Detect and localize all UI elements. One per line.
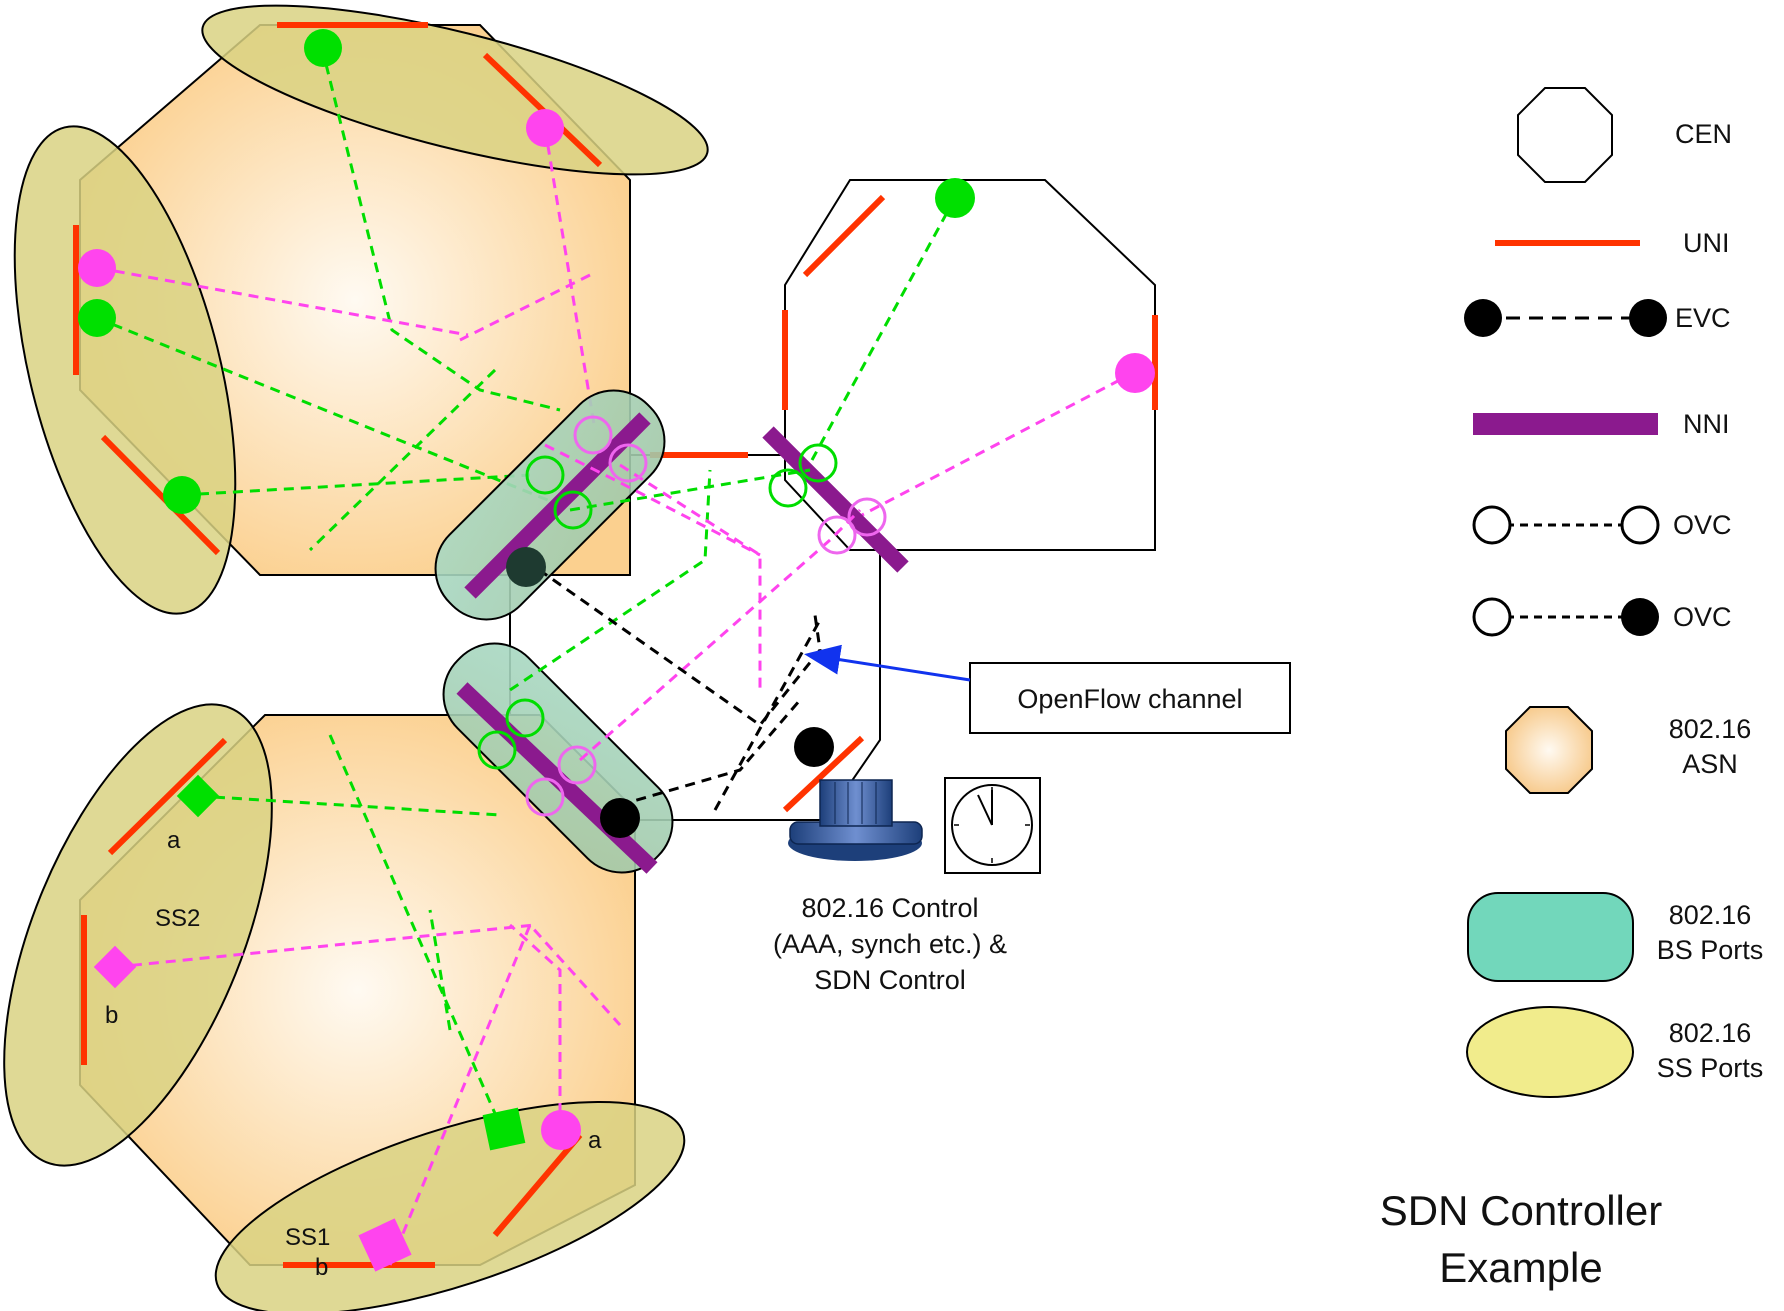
legend-cen-symbol	[1517, 87, 1613, 183]
legend-ovc-label-1: OVC	[1673, 510, 1732, 540]
control-caption-line1: 802.16 Control	[801, 893, 978, 923]
control-caption-line2: (AAA, synch etc.) &	[773, 929, 1007, 959]
ss1-b-label: b	[315, 1254, 328, 1281]
legend-asn-label-line2: ASN	[1682, 749, 1738, 779]
openflow-label: OpenFlow channel	[1017, 684, 1242, 714]
legend-ovc-label-2: OVC	[1673, 602, 1732, 632]
controller-server-icon	[788, 779, 923, 861]
legend-evc-symbol	[1464, 299, 1667, 337]
legend-uni-label: UNI	[1683, 228, 1730, 258]
asn-bottom-left	[3, 703, 686, 1311]
legend-evc-label: EVC	[1675, 303, 1731, 333]
cen-right	[650, 178, 1158, 551]
legend-asn-label-line1: 802.16	[1669, 714, 1752, 744]
asn-top-left	[13, 4, 709, 615]
ss1-port	[214, 1101, 686, 1311]
nni-bottom	[456, 682, 658, 874]
clock-icon	[944, 777, 1041, 874]
legend-ovc-open-filled-symbol	[1472, 597, 1659, 637]
legend-cen-label: CEN	[1675, 119, 1732, 149]
legend: CEN UNI EVC NNI OVC OVC 802.16	[1464, 87, 1764, 1098]
nni-right	[762, 426, 909, 573]
nni-top	[464, 412, 651, 599]
diagram-title-line2: Example	[1439, 1244, 1602, 1291]
ss2-a-label: a	[167, 827, 181, 854]
legend-bs-port-symbol	[1467, 892, 1634, 982]
ss2-label: SS2	[155, 905, 200, 932]
legend-bs-label-line2: BS Ports	[1657, 935, 1764, 965]
control-caption-line3: SDN Control	[814, 965, 966, 995]
legend-ovc-open-open-symbol	[1472, 505, 1660, 545]
legend-nni-label: NNI	[1683, 409, 1730, 439]
legend-ss-port-symbol	[1466, 1006, 1634, 1098]
ss2-port	[3, 703, 273, 1167]
legend-ss-label-line1: 802.16	[1669, 1018, 1752, 1048]
ss2-b-label: b	[105, 1002, 118, 1029]
openflow-callout: OpenFlow channel	[804, 644, 1291, 734]
diagram-title-line1: SDN Controller	[1380, 1187, 1662, 1234]
legend-asn-symbol	[1505, 706, 1593, 794]
ss1-label: SS1	[285, 1224, 330, 1251]
legend-bs-label-line1: 802.16	[1669, 900, 1752, 930]
legend-ss-label-line2: SS Ports	[1657, 1053, 1764, 1083]
ss1-a-label: a	[588, 1127, 602, 1154]
